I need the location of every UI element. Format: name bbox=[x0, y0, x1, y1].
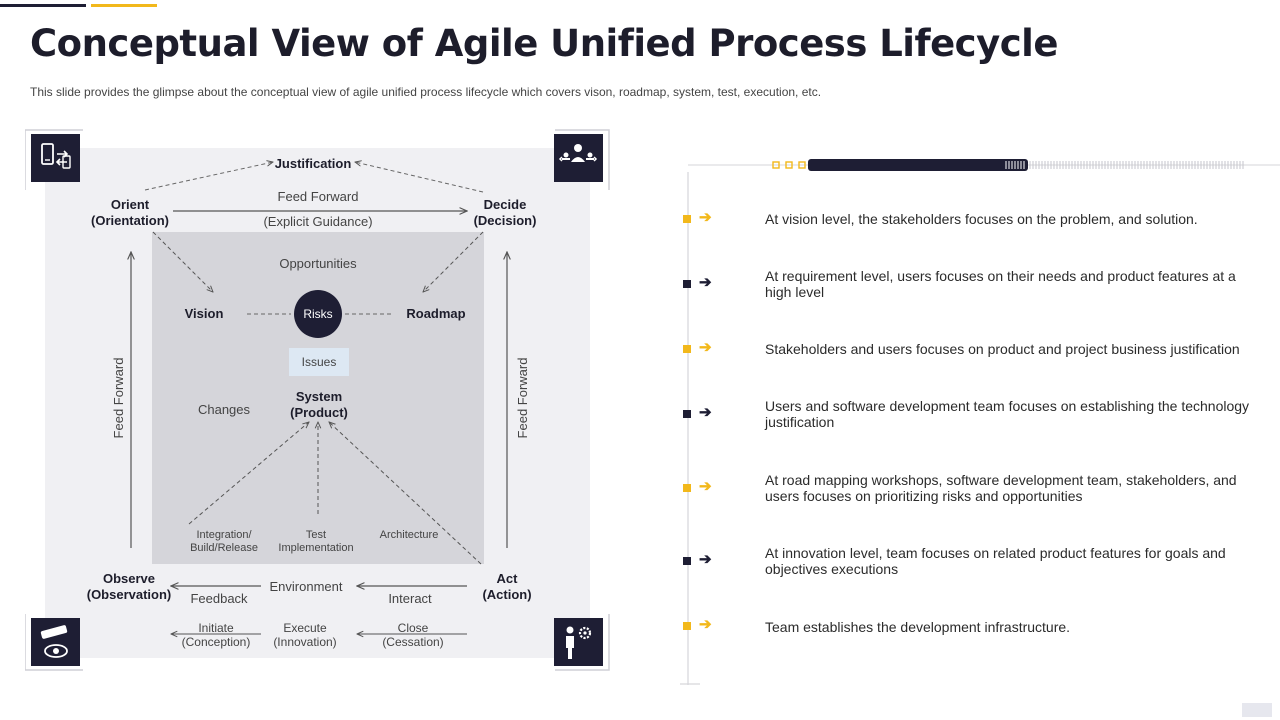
timeline-decoration bbox=[680, 159, 1280, 685]
corner-brackets bbox=[25, 129, 610, 671]
risks-circle bbox=[294, 290, 342, 338]
initiate-sub-label: (Conception) bbox=[182, 635, 251, 649]
slide-corner-tab bbox=[1242, 703, 1272, 717]
justification-label: Justification bbox=[275, 156, 352, 171]
aup-lifecycle-diagram: Justification Orient (Orientation) Decid… bbox=[25, 129, 610, 671]
statement-7: Team establishes the development infrast… bbox=[765, 619, 1071, 635]
test-label: Test bbox=[306, 529, 326, 541]
decide-to-justification-arrow bbox=[355, 162, 484, 193]
observe-sub-label: (Observation) bbox=[87, 587, 172, 602]
test-sub-label: Implementation bbox=[278, 542, 353, 554]
bullet-square-icon bbox=[683, 215, 691, 223]
decide-sub-label: (Decision) bbox=[474, 213, 537, 228]
statement-6: At innovation level, team focuses on rel… bbox=[765, 545, 1226, 577]
statement-bullet-3: ➔ bbox=[683, 339, 723, 356]
statement-bullet-6: ➔ bbox=[683, 551, 723, 568]
observation-eye-icon bbox=[31, 618, 80, 666]
bullet-square-icon bbox=[683, 622, 691, 630]
statement-3: Stakeholders and users focuses on produc… bbox=[765, 341, 1240, 357]
integration-sub-label: Build/Release bbox=[190, 542, 258, 554]
roadmap-label: Roadmap bbox=[406, 306, 465, 321]
architecture-label: Architecture bbox=[380, 529, 439, 541]
statement-1: At vision level, the stakeholders focuse… bbox=[765, 211, 1198, 227]
vision-label: Vision bbox=[185, 306, 224, 321]
statement-bullet-4: ➔ bbox=[683, 404, 723, 421]
risks-label: Risks bbox=[303, 307, 332, 321]
people-network-icon bbox=[554, 134, 603, 182]
interact-label: Interact bbox=[388, 591, 432, 606]
system-label: System bbox=[296, 389, 342, 404]
statement-bullet-2: ➔ bbox=[683, 274, 723, 291]
bullet-square-icon bbox=[683, 557, 691, 565]
issues-box bbox=[289, 348, 349, 376]
feed-forward-right-label: Feed Forward bbox=[515, 358, 530, 439]
feedback-label: Feedback bbox=[190, 591, 248, 606]
orient-to-vision-arrow bbox=[152, 231, 213, 292]
statement-bullet-5: ➔ bbox=[683, 478, 723, 495]
integration-label: Integration/ bbox=[196, 529, 252, 541]
top-accent-yellow bbox=[91, 4, 157, 7]
bullet-square-icon bbox=[683, 280, 691, 288]
top-accent-dark bbox=[0, 4, 86, 7]
decide-label: Decide bbox=[484, 197, 527, 212]
statement-bullet-1: ➔ bbox=[683, 209, 723, 226]
page-subtitle: This slide provides the glimpse about th… bbox=[30, 85, 822, 99]
statements-panel: ➔ At vision level, the stakeholders focu… bbox=[640, 150, 1280, 690]
arrow-right-icon: ➔ bbox=[699, 209, 712, 226]
act-sub-label: (Action) bbox=[482, 587, 531, 602]
arrow-right-icon: ➔ bbox=[699, 339, 712, 356]
arrow-right-icon: ➔ bbox=[699, 404, 712, 421]
issues-label: Issues bbox=[302, 355, 337, 369]
mobile-sync-icon bbox=[31, 134, 80, 182]
close-label: Close bbox=[398, 621, 429, 635]
statement-4: Users and software development team focu… bbox=[765, 398, 1250, 430]
statement-bullet-7: ➔ bbox=[683, 616, 723, 633]
statement-2: At requirement level, users focuses on t… bbox=[765, 268, 1236, 300]
person-gear-icon bbox=[554, 618, 603, 666]
feed-forward-left-label: Feed Forward bbox=[111, 358, 126, 439]
bullet-square-icon bbox=[683, 484, 691, 492]
opportunities-label: Opportunities bbox=[279, 256, 357, 271]
orient-to-justification-arrow bbox=[144, 162, 273, 191]
build-to-system-arrow bbox=[188, 422, 309, 525]
environment-label: Environment bbox=[270, 579, 343, 594]
execute-sub-label: (Innovation) bbox=[273, 635, 336, 649]
decide-to-roadmap-arrow bbox=[423, 231, 484, 292]
arrow-right-icon: ➔ bbox=[699, 616, 712, 633]
act-label: Act bbox=[497, 571, 519, 586]
arrow-right-icon: ➔ bbox=[699, 274, 712, 291]
arrow-right-icon: ➔ bbox=[699, 551, 712, 568]
explicit-guidance-label: (Explicit Guidance) bbox=[263, 214, 372, 229]
orient-label: Orient bbox=[111, 197, 150, 212]
initiate-label: Initiate bbox=[198, 621, 234, 635]
bullet-square-icon bbox=[683, 345, 691, 353]
changes-label: Changes bbox=[198, 402, 251, 417]
observe-label: Observe bbox=[103, 571, 155, 586]
arrow-right-icon: ➔ bbox=[699, 478, 712, 495]
orient-sub-label: (Orientation) bbox=[91, 213, 169, 228]
system-sub-label: (Product) bbox=[290, 405, 348, 420]
feed-forward-top-label: Feed Forward bbox=[278, 189, 359, 204]
page-title: Conceptual View of Agile Unified Process… bbox=[30, 22, 1058, 65]
bullet-square-icon bbox=[683, 410, 691, 418]
close-sub-label: (Cessation) bbox=[382, 635, 443, 649]
execute-label: Execute bbox=[283, 621, 327, 635]
statement-5: At road mapping workshops, software deve… bbox=[765, 472, 1237, 504]
